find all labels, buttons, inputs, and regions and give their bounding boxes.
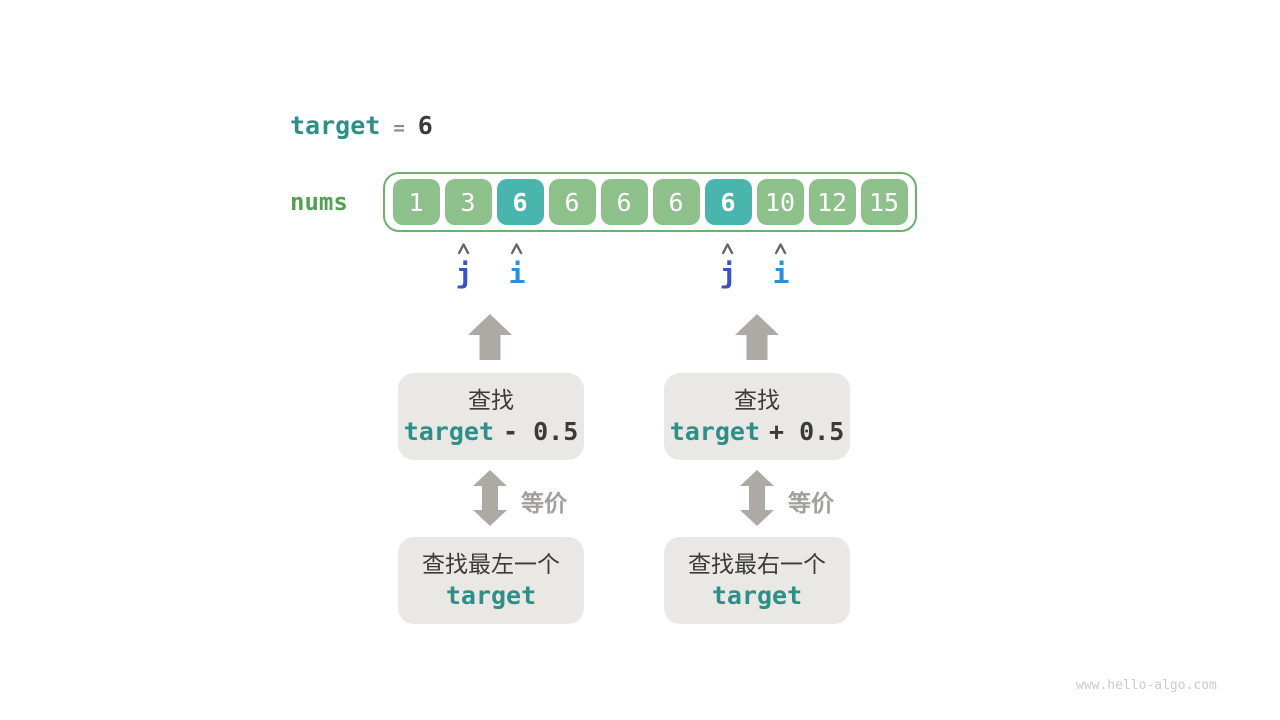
target-keyword: target (711, 580, 803, 610)
nums-array: 1 3 6 6 6 6 6 10 12 15 (383, 172, 917, 232)
target-keyword: target (669, 416, 761, 446)
array-cell: 6 (600, 179, 648, 225)
operator-value: - 0.5 (503, 416, 579, 446)
search-target-plus-box: 查找 target + 0.5 (664, 373, 850, 460)
up-arrow-icon (468, 314, 512, 365)
search-expression: target - 0.5 (404, 418, 579, 446)
array-cell: 3 (444, 179, 492, 225)
up-arrow-icon (735, 314, 779, 365)
caret-up-icon (458, 243, 470, 255)
array-cell: 6 (548, 179, 596, 225)
pointer-i-right: i (772, 242, 790, 290)
equiv-label: 等价 (521, 490, 567, 516)
leftmost-target-box: 查找最左一个 target (398, 537, 584, 624)
operator-value: + 0.5 (769, 416, 845, 446)
array-cell: 15 (860, 179, 908, 225)
search-expression: target + 0.5 (670, 418, 845, 446)
caret-up-icon (511, 243, 523, 255)
pointer-i-left: i (508, 242, 526, 290)
target-heading: target = 6 (290, 111, 433, 140)
target-keyword: target (403, 416, 495, 446)
pointer-label: j (455, 257, 473, 290)
result-label: 查找最右一个 (688, 550, 826, 577)
search-label: 查找 (734, 386, 780, 413)
double-arrow-icon (473, 470, 507, 531)
array-cell: 12 (808, 179, 856, 225)
search-label: 查找 (468, 386, 514, 413)
pointer-label: i (508, 257, 526, 290)
nums-label: nums (290, 188, 348, 216)
array-cell: 6 (704, 179, 752, 225)
target-keyword: target (290, 111, 381, 140)
equiv-label: 等价 (788, 490, 834, 516)
result-label: 查找最左一个 (422, 550, 560, 577)
pointer-label: j (719, 257, 737, 290)
pointer-j-left: j (455, 242, 473, 290)
caret-up-icon (775, 243, 787, 255)
double-arrow-icon (740, 470, 774, 531)
target-value: 6 (417, 111, 433, 140)
search-target-minus-box: 查找 target - 0.5 (398, 373, 584, 460)
pointer-j-right: j (719, 242, 737, 290)
array-cell: 6 (496, 179, 544, 225)
target-keyword: target (445, 580, 537, 610)
watermark: www.hello-algo.com (1076, 678, 1217, 693)
equals-sign: = (393, 117, 405, 139)
caret-up-icon (722, 243, 734, 255)
pointer-label: i (772, 257, 790, 290)
rightmost-target-box: 查找最右一个 target (664, 537, 850, 624)
array-cell: 1 (392, 179, 440, 225)
array-cell: 6 (652, 179, 700, 225)
array-cell: 10 (756, 179, 804, 225)
